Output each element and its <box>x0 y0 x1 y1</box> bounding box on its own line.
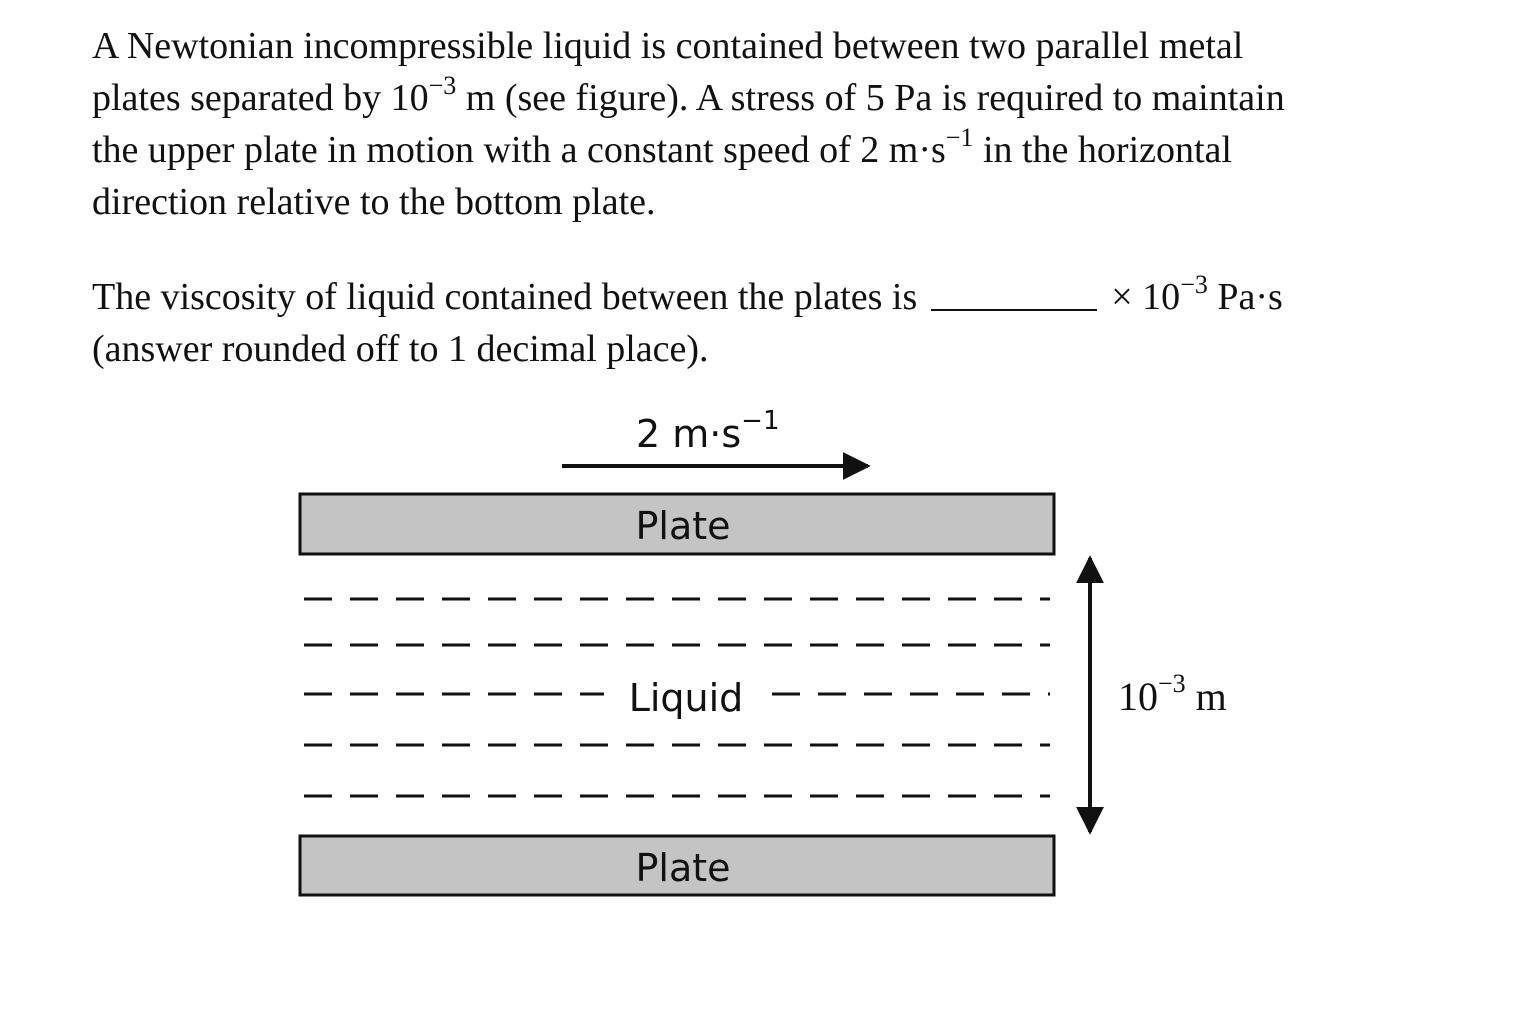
prompt-instruction: (answer rounded off to 1 decimal place). <box>92 328 709 370</box>
velocity-label: 2 m·s−1 <box>636 406 779 456</box>
problem-line-3-text-a: the upper plate in motion with a constan… <box>92 129 946 171</box>
velocity-label-base: 2 m·s <box>636 412 741 456</box>
prompt-line-2: (answer rounded off to 1 decimal place). <box>92 324 1472 376</box>
unit-suffix: Pa·s <box>1207 276 1283 318</box>
problem-line-4: direction relative to the bottom plate. <box>92 176 1472 228</box>
prompt-line-1: The viscosity of liquid contained betwee… <box>92 272 1472 324</box>
bottom-plate <box>298 834 1056 897</box>
gap-label-base: 10 <box>1118 674 1158 719</box>
velocity-label-exponent: −1 <box>741 406 779 436</box>
top-plate-label: Plate <box>635 504 730 548</box>
problem-line-3-text-b: in the horizontal <box>973 129 1232 171</box>
liquid-dash-lines <box>304 597 1050 798</box>
problem-line-3-exponent: −1 <box>945 123 974 152</box>
question-prompt: The viscosity of liquid contained betwee… <box>92 272 1472 376</box>
gap-label-exponent: −3 <box>1158 669 1186 698</box>
unit-prefix: × 10 <box>1111 276 1181 318</box>
answer-blank[interactable] <box>931 289 1098 312</box>
gap-label-unit: m <box>1186 674 1227 719</box>
gap-label: 10−3 m <box>1118 669 1227 719</box>
problem-line-2: plates separated by 10−3 m (see figure).… <box>92 72 1472 124</box>
problem-line-4-text: direction relative to the bottom plate. <box>92 181 656 223</box>
problem-line-3: the upper plate in motion with a constan… <box>92 124 1472 176</box>
prompt-text: The viscosity of liquid contained betwee… <box>92 276 918 318</box>
problem-statement: A Newtonian incompressible liquid is con… <box>92 20 1472 228</box>
problem-line-1-text: A Newtonian incompressible liquid is con… <box>92 25 1244 67</box>
top-plate <box>298 492 1056 556</box>
problem-line-2-text-a: plates separated by 10 <box>92 77 429 119</box>
problem-line-1: A Newtonian incompressible liquid is con… <box>92 20 1472 72</box>
bottom-plate-label: Plate <box>635 846 730 890</box>
liquid-label: Liquid <box>629 676 744 720</box>
unit-exponent: −3 <box>1180 270 1208 299</box>
problem-line-2-exponent: −3 <box>428 71 457 100</box>
problem-line-2-text-b: m (see figure). A stress of 5 Pa is requ… <box>456 77 1285 119</box>
